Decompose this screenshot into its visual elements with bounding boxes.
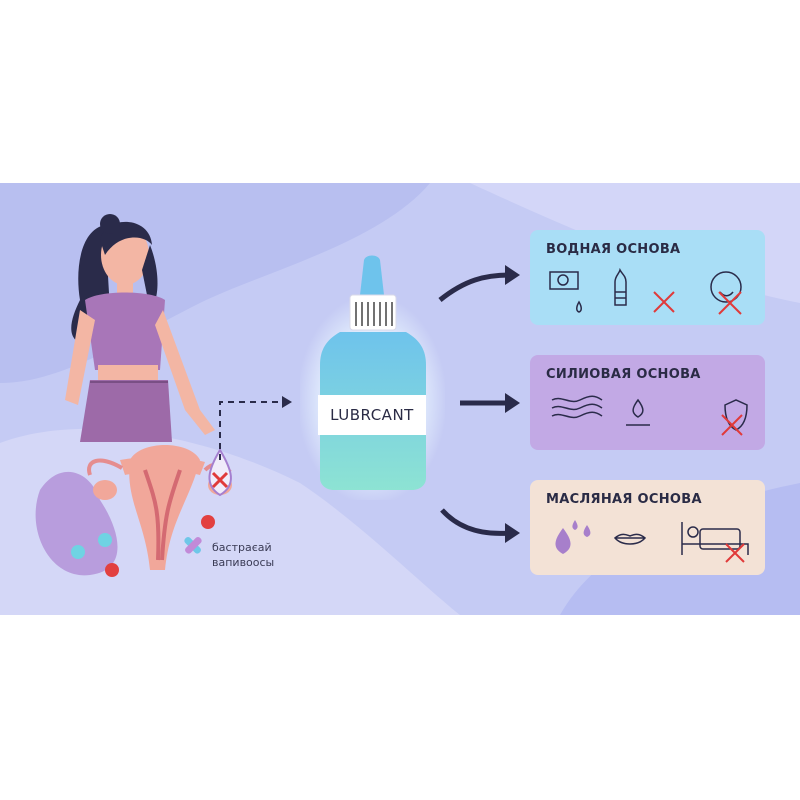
card-title: МАСЛЯНАЯ ОСНОВА bbox=[546, 492, 702, 507]
card-silicone-based: СИЛИОВАЯ ОСНОВА bbox=[530, 355, 765, 450]
card-title: ВОДНАЯ ОСНОВА bbox=[546, 242, 681, 257]
waves-icon bbox=[551, 395, 603, 419]
condom-pack-icon bbox=[549, 271, 579, 290]
bacteria-icon bbox=[71, 515, 215, 577]
note-line-2: вапивоосы bbox=[212, 556, 275, 569]
cross-icon bbox=[725, 543, 745, 563]
woman-illustration bbox=[65, 214, 215, 442]
bed-icon bbox=[681, 522, 749, 555]
lubricant-bottle bbox=[300, 255, 445, 500]
cross-icon bbox=[718, 291, 742, 315]
card-water-based: ВОДНАЯ ОСНОВА bbox=[530, 230, 765, 325]
note-line-1: бастраєай bbox=[212, 541, 272, 554]
card-title: СИЛИОВАЯ ОСНОВА bbox=[546, 367, 701, 382]
cross-icon bbox=[721, 414, 743, 436]
lips-icon bbox=[613, 533, 647, 545]
oil-drops-icon bbox=[555, 520, 591, 554]
drop-icon bbox=[626, 398, 650, 426]
cross-icon bbox=[653, 291, 675, 313]
dashed-arrow bbox=[219, 396, 292, 460]
shield-icon bbox=[724, 399, 748, 431]
bandage-icon bbox=[184, 537, 202, 554]
bottle-label: LUBRCANT bbox=[318, 395, 426, 435]
card-oil-based: МАСЛЯНАЯ ОСНОВА bbox=[530, 480, 765, 575]
arrows bbox=[438, 265, 520, 543]
drop-icon bbox=[576, 300, 582, 313]
infection-note: бастраєай вапивоосы bbox=[212, 540, 274, 570]
uterus-illustration bbox=[35, 445, 232, 577]
condom-icon bbox=[614, 267, 627, 306]
